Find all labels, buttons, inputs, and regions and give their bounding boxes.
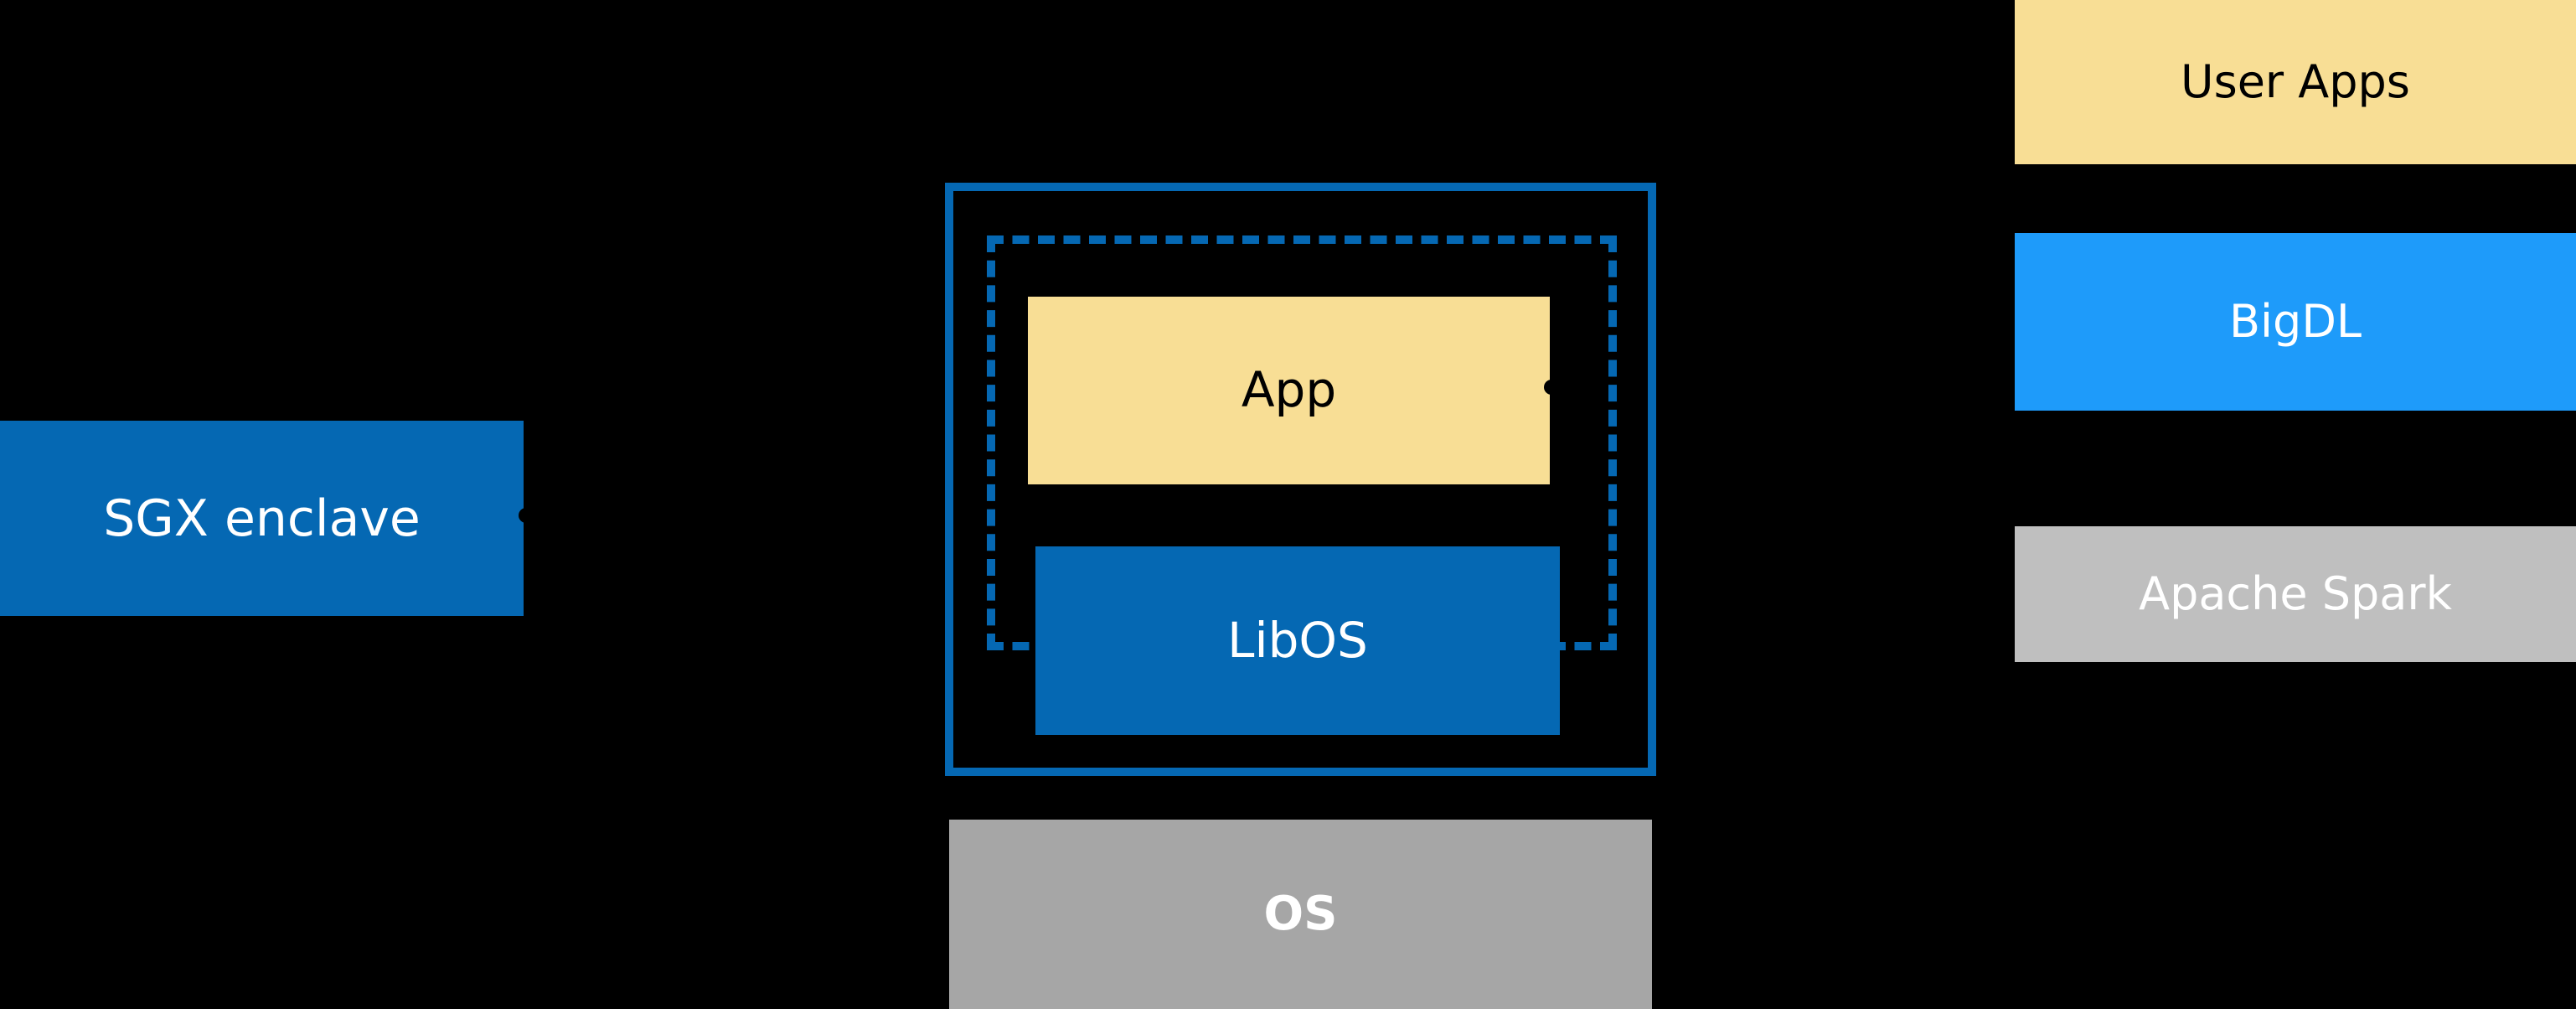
libos-label: LibOS <box>1227 611 1368 669</box>
user-apps-label: User Apps <box>2181 55 2410 109</box>
sgx-enclave-box[interactable]: SGX enclave <box>0 421 524 616</box>
user-apps-box[interactable]: User Apps <box>2015 0 2576 164</box>
sgx-enclave-arrow-head-icon <box>519 508 534 523</box>
sgx-enclave-label: SGX enclave <box>103 489 421 548</box>
enclave-boundary-frame <box>945 183 1656 776</box>
bigdl-box[interactable]: BigDL <box>2015 233 2576 411</box>
apache-spark-label: Apache Spark <box>2139 567 2452 621</box>
os-label: OS <box>1263 887 1338 942</box>
app-label: App <box>1241 361 1337 419</box>
apache-spark-box[interactable]: Apache Spark <box>2015 526 2576 662</box>
os-box[interactable]: OS <box>949 820 1652 1009</box>
app-box[interactable]: App <box>1028 297 1550 484</box>
app-arrow-head-icon <box>1544 380 1559 395</box>
bigdl-label: BigDL <box>2229 295 2362 349</box>
libos-box[interactable]: LibOS <box>1035 546 1560 735</box>
